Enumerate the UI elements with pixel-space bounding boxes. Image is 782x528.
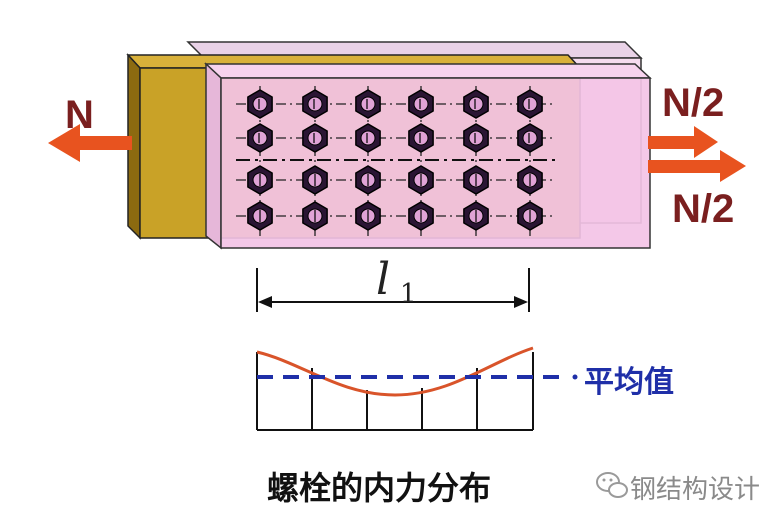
bolt-icon [408,89,434,119]
dimension-symbol: l [376,254,390,305]
left-force-label: N [65,93,94,137]
bolt-icon [355,165,381,195]
bolt-icon [302,123,328,153]
bolt-icon [517,123,543,153]
dimension-l1 [256,268,530,312]
bolt-icon [517,201,543,231]
bolt-icon [408,201,434,231]
bolt-grid [236,86,556,236]
caption: 螺栓的内力分布 [267,469,491,507]
right-force-arrow-top [648,126,718,158]
bolt-icon [517,165,543,195]
bolt-icon [247,165,273,195]
bolt-icon [302,89,328,119]
bolt-icon [302,201,328,231]
force-distribution-curve [256,346,534,397]
watermark-text: 钢结构设计 [630,475,760,505]
bolt-icon [247,89,273,119]
wechat-icon [596,472,628,498]
bolt-icon [463,165,489,195]
bolt-icon [463,201,489,231]
left-force-arrow [48,124,132,162]
bolt-icon [355,201,381,231]
average-label: 平均值 [584,365,674,400]
bolt-icon [463,123,489,153]
bolt-icon [247,123,273,153]
force-distribution-diagram [256,352,534,431]
dimension-subscript: 1 [400,279,417,309]
front-splice-plate [204,62,652,250]
bolt-icon [302,165,328,195]
bolt-icon [355,123,381,153]
bolt-icon [355,89,381,119]
right-force-label-bottom: N/2 [672,187,734,231]
right-force-arrow-bottom [648,150,746,182]
bolt-icon [517,89,543,119]
right-force-label-top: N/2 [662,81,724,125]
bolt-icon [408,123,434,153]
bolt-icon [463,89,489,119]
bolt-icon [247,201,273,231]
average-line-dot [572,374,578,380]
bolt-icon [408,165,434,195]
